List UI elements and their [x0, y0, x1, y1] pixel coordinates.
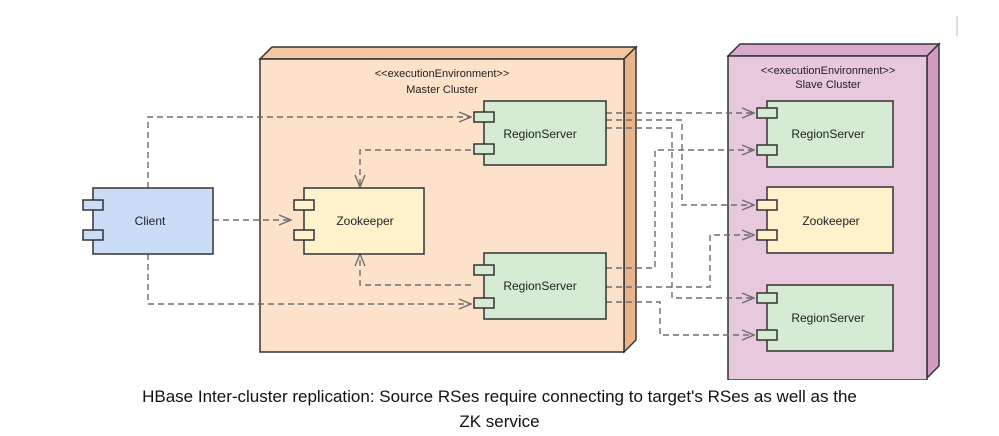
slave-cluster-stereotype: <<executionEnvironment>> — [761, 65, 896, 77]
component-port-icon — [756, 292, 778, 304]
slave-zookeeper-label: Zookeeper — [802, 214, 859, 228]
edge-master-rs-top-to-slave-rs-bottom — [606, 127, 754, 298]
component-port-icon — [473, 111, 495, 123]
deployment-diagram: <<executionEnvironment>> Master Cluster … — [82, 16, 958, 380]
component-port-icon — [293, 229, 315, 241]
component-port-icon — [756, 229, 778, 241]
connectors — [147, 113, 754, 335]
component-port-icon — [293, 199, 315, 211]
slave-regionserver-bottom: RegionServer — [756, 284, 894, 352]
client-label: Client — [135, 214, 166, 228]
component-port-icon — [82, 199, 104, 211]
component-port-icon — [473, 264, 495, 276]
master-regionserver-bottom-label: RegionServer — [503, 279, 576, 293]
component-port-icon — [756, 329, 778, 341]
component-port-icon — [756, 107, 778, 119]
client-component: Client — [82, 187, 214, 255]
slave-regionserver-top: RegionServer — [756, 100, 894, 168]
component-port-icon — [82, 229, 104, 241]
component-port-icon — [473, 143, 495, 155]
slave-regionserver-bottom-label: RegionServer — [791, 311, 864, 325]
master-regionserver-bottom: RegionServer — [473, 252, 607, 320]
caption-line-1: HBase Inter-cluster replication: Source … — [142, 387, 857, 406]
edge-master-rs-bottom-to-slave-rs-bottom — [606, 301, 754, 335]
slave-regionserver-top-label: RegionServer — [791, 127, 864, 141]
master-zookeeper: Zookeeper — [293, 187, 425, 255]
component-port-icon — [756, 144, 778, 156]
master-regionserver-top: RegionServer — [473, 100, 607, 166]
edge-rs-top-to-zookeeper — [360, 149, 471, 187]
edge-client-to-regionserver-bottom — [147, 254, 471, 304]
slave-cluster-name: Slave Cluster — [795, 79, 861, 91]
edge-master-rs-bottom-to-slave-rs-top — [606, 150, 754, 269]
master-zookeeper-label: Zookeeper — [336, 214, 393, 228]
slave-zookeeper: Zookeeper — [756, 186, 894, 254]
edge-rs-bottom-to-zookeeper — [360, 254, 471, 286]
caption-line-2: ZK service — [459, 412, 540, 431]
figure-caption: HBase Inter-cluster replication: Source … — [0, 384, 999, 434]
edge-master-rs-bottom-to-slave-zookeeper — [606, 235, 754, 288]
component-port-icon — [756, 199, 778, 211]
master-regionserver-top-label: RegionServer — [503, 127, 576, 141]
edge-client-to-regionserver-top — [147, 117, 471, 188]
master-cluster-stereotype: <<executionEnvironment>> — [375, 68, 510, 80]
component-port-icon — [473, 297, 495, 309]
master-cluster-name: Master Cluster — [406, 84, 478, 96]
